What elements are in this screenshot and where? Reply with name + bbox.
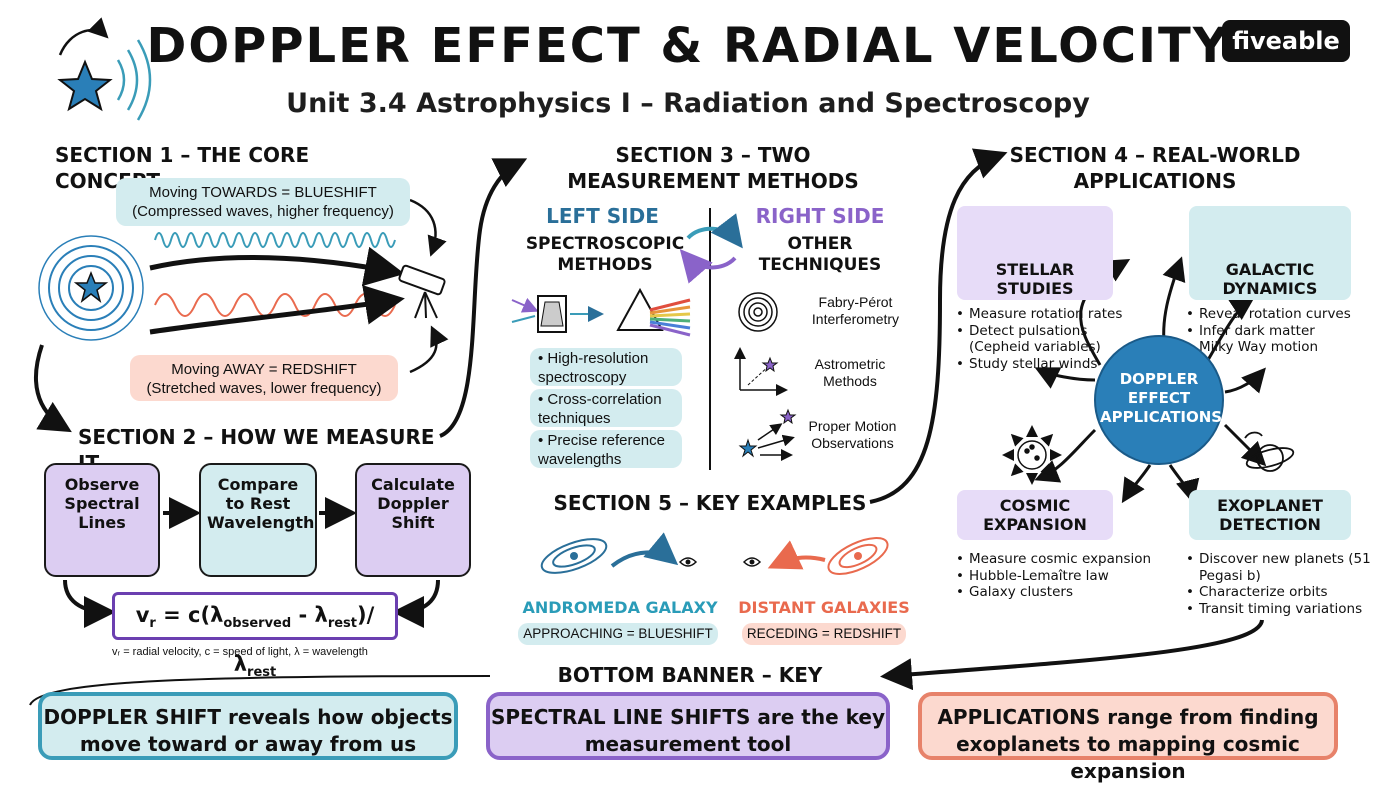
andromeda-tag: APPROACHING = BLUESHIFT	[518, 623, 718, 645]
distant-galaxies-label: DISTANT GALAXIES	[738, 598, 910, 617]
right-item-fabry-perot: Fabry-Pérot Interferometry	[811, 294, 900, 327]
cosmic-expansion-title: COSMIC EXPANSION	[983, 496, 1087, 534]
redshift-line1: Moving AWAY = REDSHIFT	[171, 361, 357, 378]
stellar-studies-title: STELLAR STUDIES	[995, 260, 1075, 298]
left-item: • High-resolution spectroscopy	[530, 348, 682, 386]
page-subtitle: Unit 3.4 Astrophysics I – Radiation and …	[286, 88, 1090, 119]
page-title: DOPPLER EFFECT & RADIAL VELOCITY	[146, 18, 1230, 74]
telescope-icon	[398, 264, 446, 319]
takeaway-doppler-shift: DOPPLER SHIFT reveals how objects move t…	[38, 692, 458, 760]
left-item: • Cross-correlation techniques	[530, 389, 682, 427]
expanding-universe-icon	[1002, 425, 1062, 485]
left-item: • Precise reference wavelengths	[530, 430, 682, 468]
exoplanet-detection-card	[1189, 490, 1351, 540]
galactic-dynamics-title: GALACTIC DYNAMICS	[1222, 260, 1318, 298]
distant-galaxies-tag: RECEDING = REDSHIFT	[742, 623, 906, 645]
exoplanet-detection-list: Discover new planets (51 Pegasi b) Chara…	[1186, 551, 1371, 617]
blueshift-line1: Moving TOWARDS = BLUESHIFT	[149, 184, 377, 201]
galactic-dynamics-card	[1189, 206, 1351, 300]
spectroscope-icon	[511, 287, 691, 337]
blueshift-callout: Moving TOWARDS = BLUESHIFT (Compressed w…	[116, 178, 410, 226]
stellar-studies-list: Measure rotation rates Detect pulsations…	[956, 306, 1131, 372]
step-observe-lines: Observe Spectral Lines	[44, 463, 160, 577]
moving-star-icon	[38, 235, 144, 341]
exoplanet-detection-title: EXOPLANET DETECTION	[1217, 496, 1323, 534]
left-side-header: LEFT SIDE	[546, 204, 659, 228]
step-calculate-shift: Calculate Doppler Shift	[355, 463, 471, 577]
right-item-astrometric: Astrometric Methods	[814, 356, 886, 389]
section3-title: SECTION 3 – TWO MEASUREMENT METHODS	[567, 143, 859, 193]
proper-motion-icon	[738, 408, 797, 461]
redshift-line2: (Stretched waves, lower frequency)	[146, 380, 382, 397]
section4-title: SECTION 4 – REAL-WORLD APPLICATIONS	[1009, 143, 1301, 193]
hub-label: DOPPLER EFFECT APPLICATIONS	[1100, 370, 1223, 426]
stellar-studies-card	[957, 206, 1113, 300]
astrometric-chart-icon	[734, 347, 788, 396]
right-side-subtitle: OTHER TECHNIQUES	[758, 234, 882, 275]
left-side-subtitle: SPECTROSCOPIC METHODS	[525, 234, 685, 275]
galactic-dynamics-list: Reveal rotation curves Infer dark matter…	[1186, 306, 1366, 356]
step-compare-rest: Compare to Rest Wavelength	[199, 463, 317, 577]
section1-title: SECTION 1 – THE CORE CONCEPT	[55, 143, 310, 193]
takeaway-spectral-lines: SPECTRAL LINE SHIFTS are the key measure…	[486, 692, 890, 760]
doppler-formula: vr = c(λobserved - λrest)/λrest	[112, 592, 398, 680]
section5-title: SECTION 5 – KEY EXAMPLES	[553, 491, 867, 515]
exoplanet-orbit-icon	[1244, 431, 1295, 472]
header-star-icon	[57, 17, 152, 121]
cosmic-expansion-card	[957, 490, 1113, 540]
right-side-header: RIGHT SIDE	[755, 204, 885, 228]
blueshift-line2: (Compressed waves, higher frequency)	[132, 203, 394, 220]
fiveable-logo: fiveable	[1222, 20, 1350, 62]
andromeda-galaxy-icon	[540, 538, 608, 574]
takeaway-applications: APPLICATIONS range from finding exoplane…	[918, 692, 1338, 783]
doppler-applications-hub	[1094, 335, 1224, 465]
compressed-wave	[154, 232, 396, 248]
interferometer-rings-icon	[738, 292, 778, 332]
distant-galaxy-icon	[827, 537, 889, 575]
redshift-callout: Moving AWAY = REDSHIFT (Stretched waves,…	[130, 355, 398, 401]
andromeda-label: ANDROMEDA GALAXY	[522, 598, 718, 617]
cosmic-expansion-list: Measure cosmic expansion Hubble-Lemaître…	[956, 551, 1156, 601]
right-item-proper-motion: Proper Motion Observations	[808, 418, 897, 451]
formula-legend: vᵣ = radial velocity, c = speed of light…	[112, 646, 368, 658]
